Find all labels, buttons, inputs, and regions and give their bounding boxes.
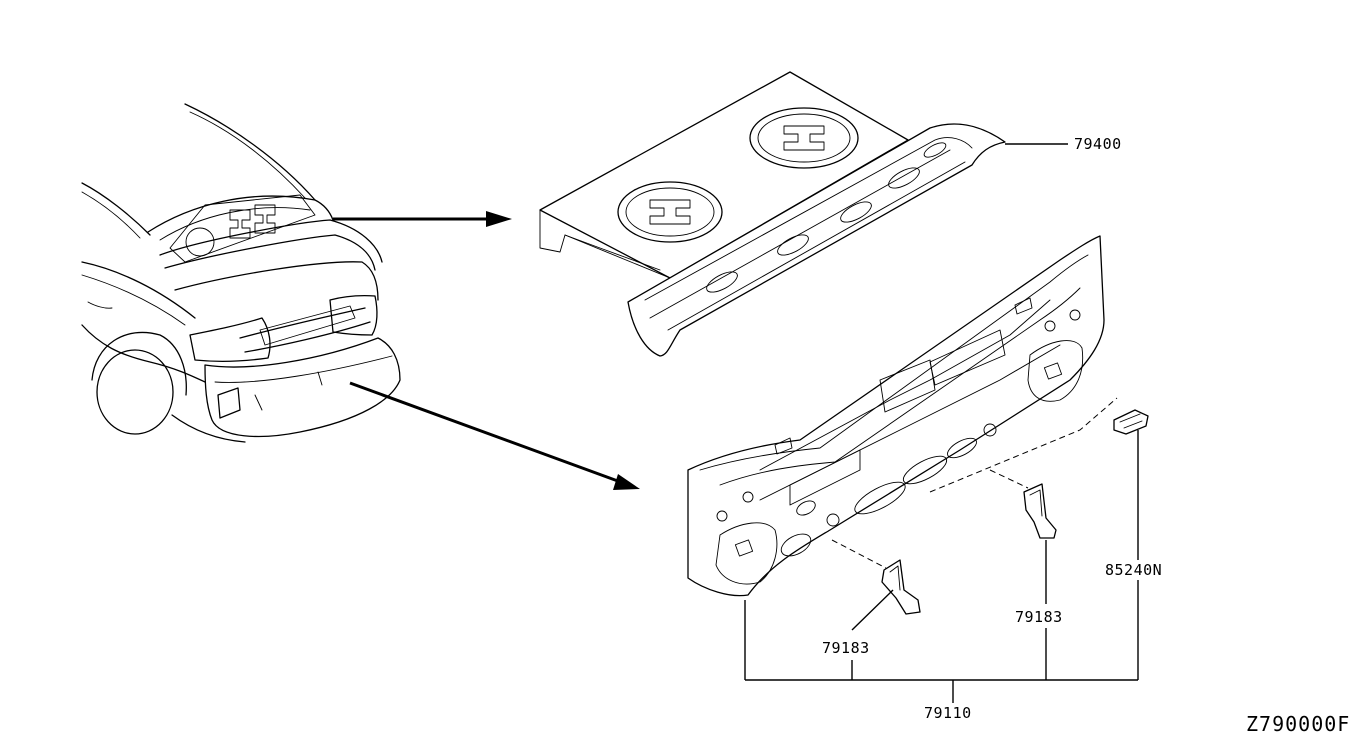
vehicle-rear-illustration bbox=[81, 103, 401, 443]
bracket-left-illustration bbox=[881, 559, 921, 615]
callout-arrows bbox=[333, 211, 640, 490]
rear-panel-illustration bbox=[687, 235, 1105, 597]
diagram-code: Z790000F bbox=[1246, 712, 1350, 736]
clip-illustration bbox=[1113, 409, 1149, 435]
installation-dash-lines bbox=[831, 397, 1118, 569]
leader-lines bbox=[744, 143, 1139, 703]
part-label-bracket-left: 79183 bbox=[822, 639, 870, 657]
part-label-bracket-right: 79183 bbox=[1015, 608, 1063, 626]
part-label-parcel-shelf: 79400 bbox=[1074, 135, 1122, 153]
bracket-right-illustration bbox=[1023, 483, 1057, 539]
part-label-rear-panel: 79110 bbox=[924, 704, 972, 722]
speaker-opening-right bbox=[749, 107, 859, 169]
parcel-shelf-illustration bbox=[539, 71, 1006, 357]
part-label-clip: 85240N bbox=[1105, 561, 1162, 579]
speaker-opening-left bbox=[617, 181, 723, 243]
